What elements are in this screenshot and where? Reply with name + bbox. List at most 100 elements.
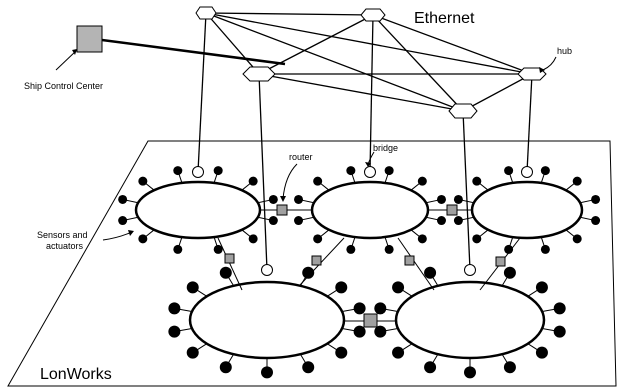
- sensor-actuator-node[interactable]: [503, 361, 516, 374]
- sensor-actuator-node[interactable]: [302, 361, 315, 374]
- ethernet-hubs: [195, 6, 547, 119]
- lonworks-ring-ellipse[interactable]: [188, 280, 346, 360]
- sensor-actuator-node[interactable]: [540, 166, 550, 176]
- bridge-icon[interactable]: [192, 166, 204, 178]
- sensor-actuator-node[interactable]: [453, 216, 463, 226]
- sensor-actuator-node[interactable]: [294, 194, 304, 204]
- sensor-actuator-node[interactable]: [384, 244, 394, 254]
- sensor-actuator-node[interactable]: [248, 176, 258, 186]
- sensor-actuator-node[interactable]: [335, 346, 348, 359]
- sensor-actuator-node[interactable]: [313, 234, 323, 244]
- sensor-actuator-node[interactable]: [392, 346, 405, 359]
- router-icon[interactable]: [311, 255, 322, 266]
- lonworks-ring-ellipse[interactable]: [134, 180, 262, 240]
- lonworks-ring-ellipse[interactable]: [310, 180, 430, 240]
- sensor-actuator-node[interactable]: [173, 166, 183, 176]
- sensor-actuator-node[interactable]: [535, 346, 548, 359]
- sensor-actuator-node[interactable]: [248, 234, 258, 244]
- sensor-actuator-node[interactable]: [138, 234, 148, 244]
- router-icon[interactable]: [224, 253, 235, 264]
- lonworks-label: LonWorks: [40, 366, 112, 383]
- bridge-icon[interactable]: [521, 166, 533, 178]
- sensor-actuator-node[interactable]: [591, 194, 601, 204]
- router-icon[interactable]: [404, 255, 415, 266]
- sensor-actuator-node[interactable]: [553, 302, 566, 315]
- sensor-actuator-node[interactable]: [353, 302, 366, 315]
- hub-label: hub: [557, 46, 572, 56]
- sensor-actuator-node[interactable]: [472, 234, 482, 244]
- lonworks-ring-ellipse[interactable]: [470, 180, 584, 240]
- sensor-actuator-node[interactable]: [424, 361, 437, 374]
- sensor-actuator-node[interactable]: [261, 366, 273, 379]
- sensor-actuator-node[interactable]: [138, 176, 148, 186]
- sensor-actuator-node[interactable]: [503, 266, 516, 279]
- sensor-actuator-node[interactable]: [313, 176, 323, 186]
- ring-top-right: [453, 166, 601, 254]
- ethernet-links: [205, 12, 533, 112]
- hub-icon[interactable]: [448, 103, 478, 119]
- sensor-actuator-node[interactable]: [219, 266, 232, 279]
- router-icon[interactable]: [446, 204, 458, 216]
- sensor-actuator-node[interactable]: [219, 361, 232, 374]
- bridge-icon[interactable]: [261, 264, 273, 276]
- sensor-actuator-node[interactable]: [417, 176, 427, 186]
- ship-control-center-box[interactable]: [76, 25, 103, 53]
- bridge-label: bridge: [373, 143, 398, 153]
- sensor-actuator-node[interactable]: [436, 194, 446, 204]
- sensor-actuator-node[interactable]: [374, 325, 387, 338]
- arrowheads: [72, 49, 545, 236]
- sensor-actuator-node[interactable]: [118, 194, 128, 204]
- sensor-actuator-node[interactable]: [535, 281, 548, 294]
- sensor-actuator-node[interactable]: [392, 281, 405, 294]
- sensor-actuator-node[interactable]: [591, 216, 601, 226]
- sensor-actuator-node[interactable]: [572, 234, 582, 244]
- sensor-actuator-node[interactable]: [504, 166, 514, 176]
- hub-icon[interactable]: [360, 8, 386, 22]
- sensor-actuator-node[interactable]: [464, 366, 476, 379]
- sensor-actuator-node[interactable]: [186, 346, 199, 359]
- sensor-actuator-node[interactable]: [268, 216, 278, 226]
- sensor-actuator-node[interactable]: [553, 325, 566, 338]
- sensor-actuator-node[interactable]: [302, 266, 315, 279]
- sensor-actuator-node[interactable]: [168, 325, 181, 338]
- sensor-actuator-node[interactable]: [213, 166, 223, 176]
- hub-icon[interactable]: [195, 6, 217, 20]
- sensor-actuator-node[interactable]: [384, 166, 394, 176]
- sensor-actuator-node[interactable]: [424, 266, 437, 279]
- sensor-actuator-node[interactable]: [346, 166, 356, 176]
- sensor-actuator-node[interactable]: [436, 216, 446, 226]
- sensor-actuator-node[interactable]: [374, 302, 387, 315]
- hub-icon[interactable]: [242, 66, 276, 82]
- sensor-actuator-node[interactable]: [353, 325, 366, 338]
- sensor-actuator-node[interactable]: [186, 281, 199, 294]
- sensor-actuator-node[interactable]: [335, 281, 348, 294]
- sensor-actuator-node[interactable]: [540, 244, 550, 254]
- router-icon[interactable]: [363, 313, 378, 328]
- sensors-label-line2: actuators: [46, 241, 84, 251]
- sensor-actuator-node[interactable]: [572, 176, 582, 186]
- hub-icon[interactable]: [517, 67, 547, 81]
- bridge-icon[interactable]: [464, 264, 476, 276]
- ring-bottom-left: [168, 266, 366, 379]
- sensor-actuator-node[interactable]: [268, 194, 278, 204]
- sensor-actuator-node[interactable]: [213, 244, 223, 254]
- router-label: router: [289, 152, 313, 162]
- ethernet-drop-lines: [197, 12, 533, 271]
- router-icon[interactable]: [276, 204, 288, 216]
- sensor-actuator-node[interactable]: [417, 234, 427, 244]
- sensor-actuator-node[interactable]: [294, 216, 304, 226]
- sensor-actuator-node[interactable]: [472, 176, 482, 186]
- router-icon[interactable]: [495, 256, 506, 267]
- bridge-icon[interactable]: [364, 166, 376, 178]
- lonworks-rings: [118, 166, 601, 379]
- sensors-label-line1: Sensors and: [37, 230, 88, 240]
- sensor-actuator-node[interactable]: [346, 244, 356, 254]
- sensor-actuator-node[interactable]: [504, 244, 514, 254]
- lonworks-ring-ellipse[interactable]: [394, 280, 546, 360]
- sensor-actuator-node[interactable]: [173, 244, 183, 254]
- sensor-actuator-node[interactable]: [453, 194, 463, 204]
- ethernet-label: Ethernet: [414, 10, 475, 27]
- sensor-actuator-node[interactable]: [118, 216, 128, 226]
- sensor-actuator-node[interactable]: [168, 302, 181, 315]
- ring-top-left: [118, 166, 278, 254]
